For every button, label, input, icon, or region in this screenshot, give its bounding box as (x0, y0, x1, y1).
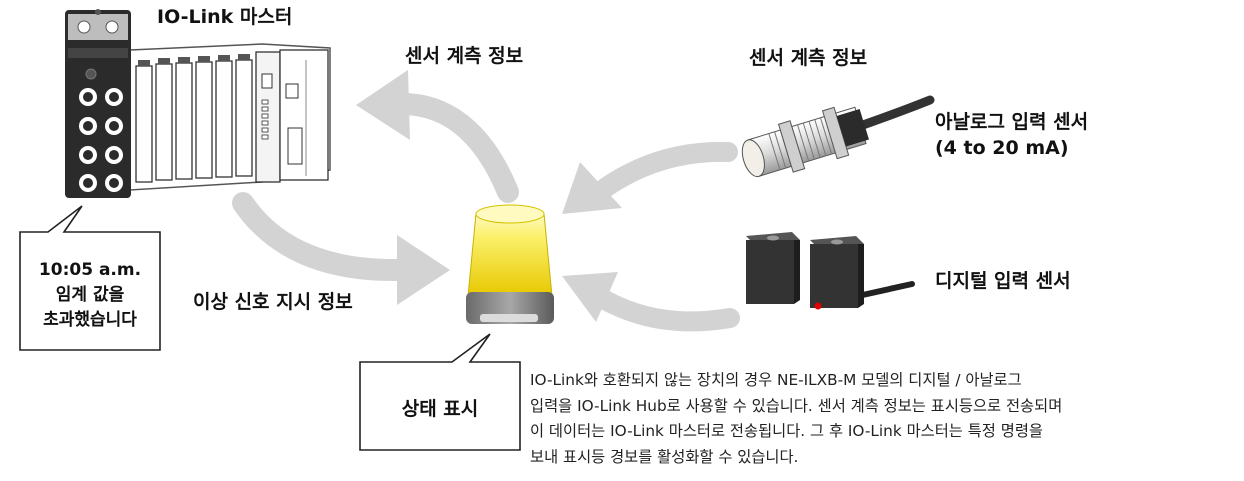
abnormal-signal-label: 이상 신호 지시 정보 (193, 291, 353, 313)
arrow-master-to-lamp (232, 192, 450, 305)
io-link-master-label: IO-Link 마스터 (157, 6, 293, 28)
time-alert-line2: 임계 값을 (55, 285, 125, 305)
analog-sensor-label-line1: 아날로그 입력 센서 (935, 111, 1089, 133)
sensor-info-right-label: 센서 계측 정보 (749, 47, 868, 69)
description-line2: 입력을 IO-Link Hub로 사용할 수 있습니다. 센서 계측 정보는 표… (530, 396, 1063, 415)
status-display-callout: 상태 표시 (401, 398, 479, 420)
description-line4: 보내 표시등 경보를 활성화할 수 있습니다. (530, 447, 799, 466)
analog-sensor-label-line2: (4 to 20 mA) (935, 137, 1069, 159)
analog-sensor-icon (741, 95, 935, 178)
description-line3: 이 데이터는 IO-Link 마스터로 전송됩니다. 그 후 IO-Link 마… (530, 422, 1043, 440)
sensor-led-icon (814, 302, 822, 310)
time-alert-callout-box (19, 205, 161, 351)
time-alert-time: 10:05 a.m. (38, 260, 142, 280)
sensor-info-top-label: 센서 계측 정보 (405, 45, 524, 67)
description-line1: IO-Link와 호환되지 않는 장치의 경우 NE-ILXB-M 모델의 디지… (530, 371, 1022, 389)
arrow-lamp-to-master (356, 70, 519, 203)
arrow-digital-to-lamp (562, 272, 740, 332)
digital-sensor-label: 디지털 입력 센서 (935, 270, 1071, 292)
signal-tower-lamp-icon (466, 204, 554, 324)
arrow-analog-to-lamp (562, 141, 738, 214)
time-alert-callout: 10:05 a.m. 임계 값을 초과했습니다 (20, 258, 160, 333)
description-paragraph: IO-Link와 호환되지 않는 장치의 경우 NE-ILXB-M 모델의 디지… (530, 368, 1230, 470)
digital-sensor-icon (746, 232, 915, 310)
io-link-master-icon (65, 9, 331, 198)
time-alert-line3: 초과했습니다 (43, 310, 137, 330)
status-display-callout-box (359, 333, 521, 451)
